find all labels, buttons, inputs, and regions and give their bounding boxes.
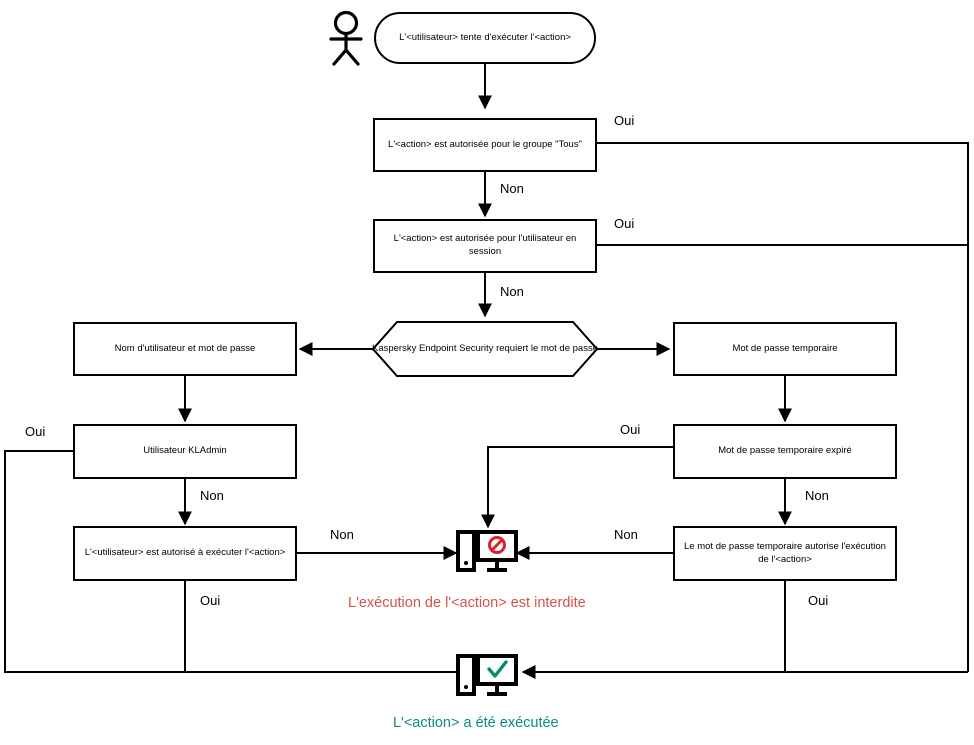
node-user-allowed[interactable]: L'<utilisateur> est autorisé à exécuter … xyxy=(73,526,297,581)
node-temp-password-expired-label: Mot de passe temporaire expiré xyxy=(718,445,852,457)
computer-denied-icon xyxy=(456,528,518,578)
node-temp-password-allows[interactable]: Le mot de passe temporaire autorise l'ex… xyxy=(673,526,897,581)
node-temp-password[interactable]: Mot de passe temporaire xyxy=(673,322,897,376)
edge-kladmin-yes xyxy=(4,450,460,673)
start-label: L'<utilisateur> tente d'exécuter l'<acti… xyxy=(399,31,571,43)
edge-label-user-allowed-yes: Oui xyxy=(200,593,221,608)
node-session-user-label: L'<action> est autorisée pour l'utilisat… xyxy=(393,233,577,257)
edge-label-user-allowed-no: Non xyxy=(330,527,354,542)
edge-label-kladmin-no: Non xyxy=(200,488,224,503)
edge-label-group-all-no: Non xyxy=(500,181,524,196)
node-username-password[interactable]: Nom d'utilisateur et mot de passe xyxy=(73,322,297,376)
edge-label-temp-expired-yes: Oui xyxy=(620,422,641,437)
edge-label-temp-allows-no: Non xyxy=(614,527,638,542)
node-requires-password[interactable]: Kaspersky Endpoint Security requiert le … xyxy=(371,320,599,378)
edge-label-kladmin-yes: Oui xyxy=(25,424,46,439)
edge-group-yes xyxy=(597,142,969,672)
node-temp-password-expired[interactable]: Mot de passe temporaire expiré xyxy=(673,424,897,479)
node-temp-password-allows-label: Le mot de passe temporaire autorise l'ex… xyxy=(684,540,886,565)
node-user-allowed-label: L'<utilisateur> est autorisé à exécuter … xyxy=(84,547,286,559)
edge-label-group-all-yes: Oui xyxy=(614,113,635,128)
edge-label-session-user-no: Non xyxy=(500,284,524,299)
node-session-user[interactable]: L'<action> est autorisée pour l'utilisat… xyxy=(373,219,597,273)
node-group-all[interactable]: L'<action> est autorisée pour le groupe … xyxy=(373,118,597,172)
node-temp-password-label: Mot de passe temporaire xyxy=(732,342,838,354)
computer-allowed-icon xyxy=(456,652,518,702)
edge-label-temp-allows-yes: Oui xyxy=(808,593,829,608)
caption-executed: L'<action> a été exécutée xyxy=(393,715,559,731)
edge-label-temp-expired-no: Non xyxy=(805,488,829,503)
node-kladmin[interactable]: Utilisateur KLAdmin xyxy=(73,424,297,479)
user-actor-icon xyxy=(324,10,368,66)
node-kladmin-label: Utilisateur KLAdmin xyxy=(143,445,227,457)
start-terminator: L'<utilisateur> tente d'exécuter l'<acti… xyxy=(374,12,596,64)
node-username-password-label: Nom d'utilisateur et mot de passe xyxy=(114,342,256,354)
node-group-all-label: L'<action> est autorisée pour le groupe … xyxy=(388,138,582,150)
edge-expired-yes xyxy=(481,446,673,529)
caption-denied: L'exécution de l'<action> est interdite xyxy=(348,595,586,611)
edge-label-session-user-yes: Oui xyxy=(614,216,635,231)
